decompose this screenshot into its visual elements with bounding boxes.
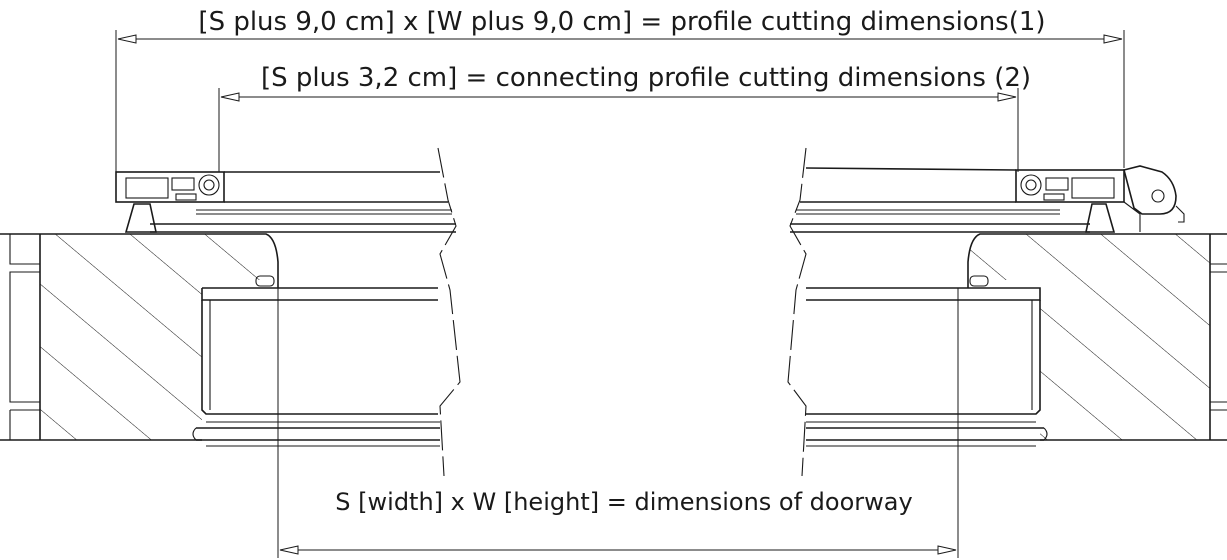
right-door-frame [790, 165, 1185, 233]
left-door-frame [115, 171, 456, 233]
left-wall [0, 233, 279, 441]
right-door-leaf [806, 275, 1048, 447]
profile-dimension-line [115, 30, 1125, 178]
doorway-dimension-line [277, 288, 959, 558]
connecting-dimension-label: [S plus 3,2 cm] = connecting profile cut… [261, 63, 1031, 93]
right-break-line [787, 147, 807, 477]
left-door-leaf [192, 275, 440, 447]
doorway-dimension-label: S [width] x W [height] = dimensions of d… [335, 488, 912, 516]
right-wall [967, 233, 1227, 441]
left-break-line [437, 147, 461, 477]
profile-dimension-label: [S plus 9,0 cm] x [W plus 9,0 cm] = prof… [198, 7, 1045, 37]
connecting-dimension-line [218, 88, 1019, 172]
